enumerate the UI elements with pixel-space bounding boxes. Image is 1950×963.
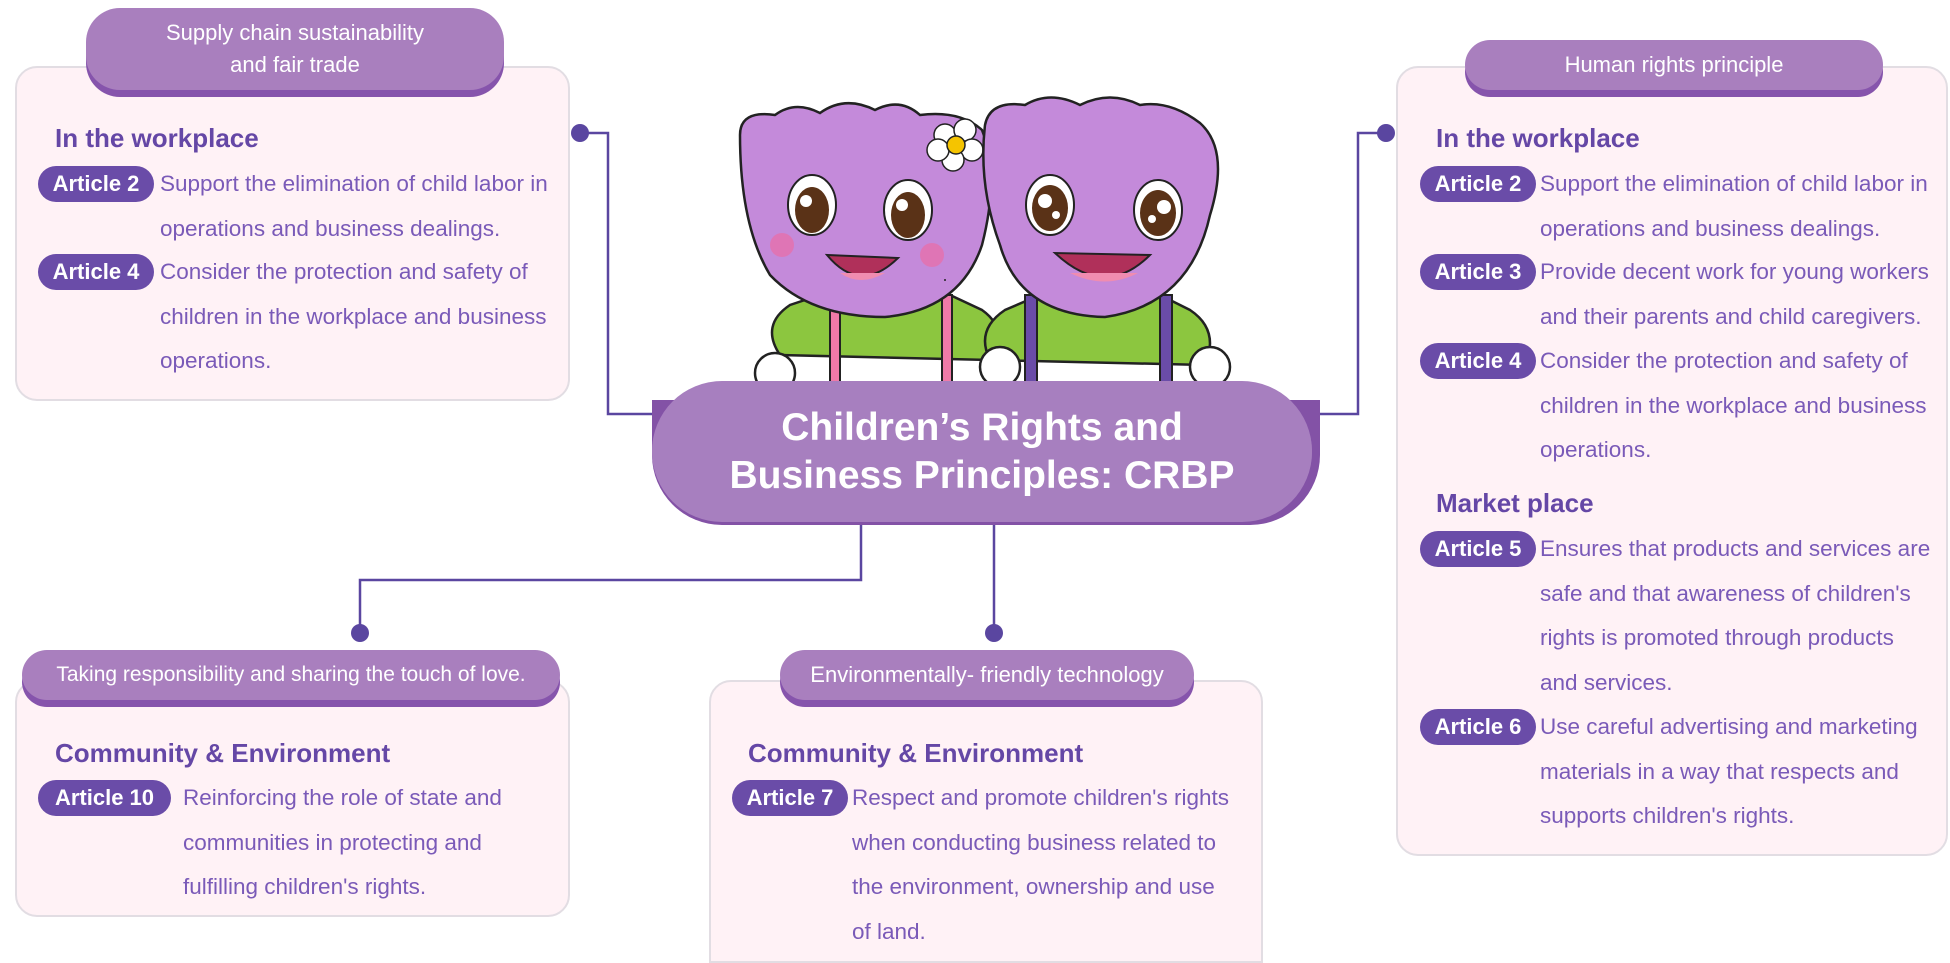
article-line: of land. xyxy=(852,918,926,944)
article-line: Reinforcing the role of state and xyxy=(183,785,502,810)
article-badge: Article 7 xyxy=(732,780,848,816)
article-line: fulfilling children's rights. xyxy=(183,874,427,899)
article-line: Support the elimination of child labor i… xyxy=(160,171,548,196)
tab-environment-tech: Environmentally- friendly technology xyxy=(780,650,1194,700)
article-line: Use careful advertising and marketing xyxy=(1540,714,1918,739)
mascot-illustration xyxy=(738,96,1232,396)
card-environment-tech xyxy=(709,680,1263,963)
article-text: Respect and promote children's rights wh… xyxy=(852,776,1229,954)
article-line: and services. xyxy=(1540,669,1673,695)
article-line: rights is promoted through products xyxy=(1540,625,1894,650)
article-badge: Article 5 xyxy=(1420,531,1536,567)
article-badge: Article 6 xyxy=(1420,709,1536,745)
article-line: Consider the protection and safety of xyxy=(160,259,528,284)
article-line: Respect and promote children's rights xyxy=(852,785,1229,810)
article-line: Support the elimination of child labor i… xyxy=(1540,171,1928,196)
mascot-left-character xyxy=(738,102,1000,396)
article-line: the environment, ownership and use xyxy=(852,874,1215,899)
article-line: Consider the protection and safety of xyxy=(1540,348,1908,373)
flower-icon xyxy=(926,118,984,172)
tab-responsibility: Taking responsibility and sharing the to… xyxy=(22,650,560,700)
section-title: In the workplace xyxy=(1436,123,1640,153)
center-title-line-1: Children’s Rights and xyxy=(781,406,1183,449)
article-text: Use careful advertising and marketing ma… xyxy=(1540,705,1918,839)
article-text: Support the elimination of child labor i… xyxy=(160,162,548,251)
article-line: Provide decent work for young workers xyxy=(1540,259,1929,284)
article-badge: Article 2 xyxy=(1420,166,1536,202)
section-title: Community & Environment xyxy=(55,738,391,768)
connector-dot-right xyxy=(1377,124,1395,142)
article-line: Ensures that products and services are xyxy=(1540,536,1931,561)
article-text: Reinforcing the role of state and commun… xyxy=(183,776,502,910)
tab-supply-chain: Supply chain sustainability and fair tra… xyxy=(86,8,504,90)
center-title-line-2: Business Principles: CRBP xyxy=(729,454,1235,497)
article-line: operations. xyxy=(160,348,272,373)
article-line: supports children's rights. xyxy=(1540,803,1795,828)
article-text: Ensures that products and services are s… xyxy=(1540,527,1930,705)
tab-label: Environmentally- friendly technology xyxy=(810,662,1164,687)
connector-dot-bottom-left xyxy=(351,624,369,642)
article-badge: Article 2 xyxy=(38,166,154,202)
mascot-right-character xyxy=(978,96,1232,396)
connector-dot-top-left xyxy=(571,124,589,142)
connector-dot-bottom-mid xyxy=(985,624,1003,642)
article-text: Consider the protection and safety of ch… xyxy=(1540,339,1926,473)
article-line: and their parents and child caregivers. xyxy=(1540,303,1922,329)
article-line: operations. xyxy=(1540,437,1652,462)
tab-label: Taking responsibility and sharing the to… xyxy=(56,663,526,686)
article-line: safe and that awareness of children's xyxy=(1540,580,1911,606)
article-line: materials in a way that respects and xyxy=(1540,758,1899,784)
article-badge: Article 3 xyxy=(1420,254,1536,290)
article-line: operations and business dealings. xyxy=(160,215,501,241)
tab-line-1: Supply chain sustainability xyxy=(165,20,425,45)
article-text: Provide decent work for young workers an… xyxy=(1540,250,1929,339)
article-badge: Article 4 xyxy=(1420,343,1536,379)
section-title: Market place xyxy=(1436,488,1594,518)
tab-label: Human rights principle xyxy=(1564,52,1784,77)
center-title: Children’s Rights and Business Principle… xyxy=(652,382,1312,522)
article-line: operations and business dealings. xyxy=(1540,215,1881,241)
tab-line-2: and fair trade xyxy=(230,52,360,77)
section-title: In the workplace xyxy=(55,123,259,153)
article-line: children in the workplace and business xyxy=(160,303,547,329)
article-line: when conducting business related to xyxy=(852,829,1216,855)
article-badge: Article 10 xyxy=(38,780,171,816)
article-line: communities in protecting and xyxy=(183,829,482,855)
tab-human-rights: Human rights principle xyxy=(1465,40,1883,90)
article-text: Consider the protection and safety of ch… xyxy=(160,250,546,384)
section-title: Community & Environment xyxy=(748,738,1084,768)
article-badge: Article 4 xyxy=(38,254,154,290)
article-line: children in the workplace and business xyxy=(1540,392,1927,418)
article-text: Support the elimination of child labor i… xyxy=(1540,162,1928,251)
